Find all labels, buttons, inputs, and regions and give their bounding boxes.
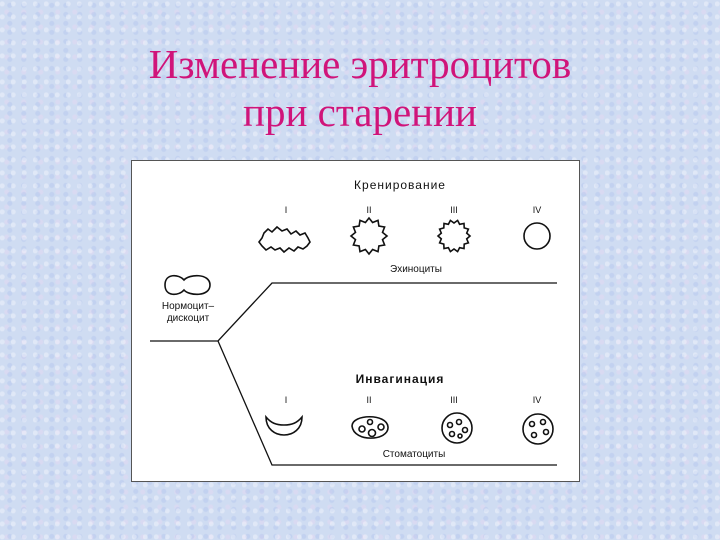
stomatocytes-label: Стоматоциты (383, 449, 446, 460)
echinocyte-stage-4-icon (523, 222, 551, 250)
stomatocyte-stage-2-icon (351, 415, 389, 439)
normocyte-label-line-2: дискоцит (167, 313, 210, 324)
normocyte-label-line-1: Нормоцит– (162, 301, 215, 312)
echinocyte-stage-1-icon (258, 225, 311, 254)
stomatocyte-stage-1-icon (265, 414, 303, 436)
diagram-panel: Кренирование Инвагинация I II III IV I I… (131, 160, 580, 482)
stomatocyte-stage-3-icon (441, 412, 473, 444)
slide-title-line-2: при старении (243, 89, 477, 135)
branch-lines (150, 282, 557, 466)
slide-title: Изменение эритроцитов при старении (0, 40, 720, 136)
invagination-heading: Инвагинация (356, 372, 445, 386)
stage-numeral-top-4: IV (533, 205, 542, 215)
echinocyte-stage-2-icon (349, 216, 389, 256)
stage-numeral-bottom-2: II (366, 395, 371, 405)
stage-numeral-bottom-1: I (285, 395, 288, 405)
stage-numeral-top-2: II (366, 205, 371, 215)
echinocytes-label: Эхиноциты (390, 264, 442, 275)
crenation-heading: Кренирование (354, 178, 446, 192)
normocyte-discocyte-icon (164, 274, 211, 296)
erythrocyte-aging-diagram: Кренирование Инвагинация I II III IV I I… (150, 178, 557, 466)
echinocyte-stage-3-icon (436, 219, 472, 253)
stage-numeral-bottom-3: III (450, 395, 458, 405)
stage-numeral-bottom-4: IV (533, 395, 542, 405)
stage-numeral-top-1: I (285, 205, 288, 215)
stage-numeral-top-3: III (450, 205, 458, 215)
slide-title-line-1: Изменение эритроцитов (148, 41, 572, 87)
stomatocyte-stage-4-icon (522, 413, 554, 445)
